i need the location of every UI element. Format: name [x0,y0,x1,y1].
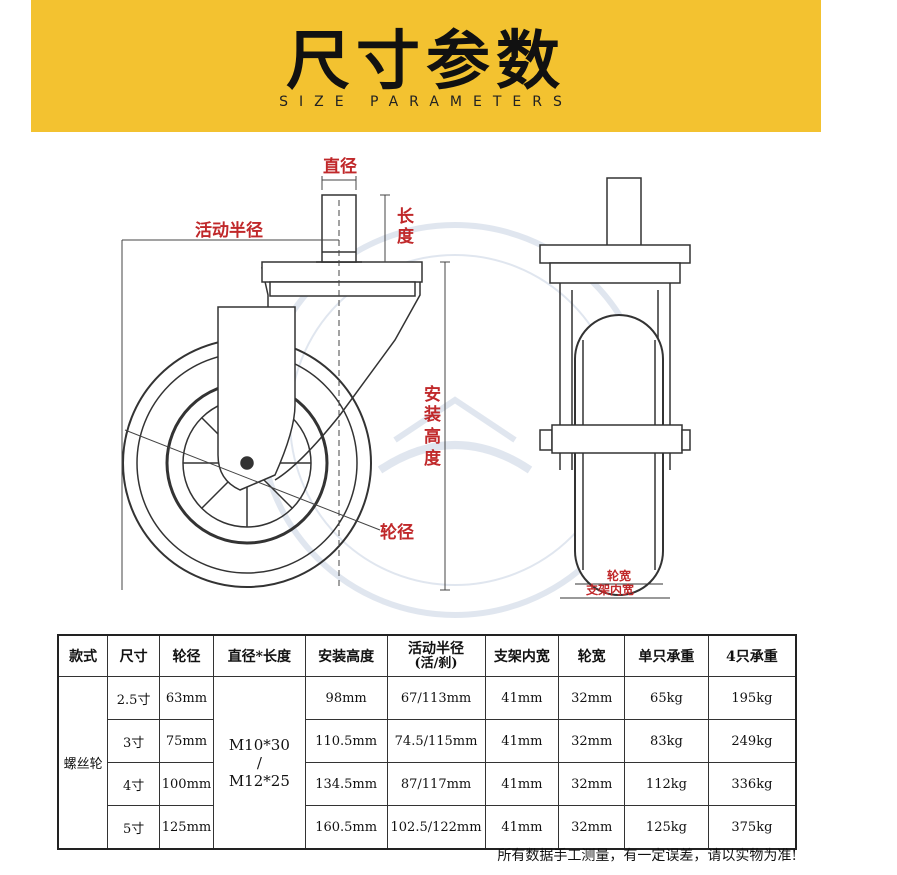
cell-single: 125kg [624,805,709,850]
dimension-lines [121,176,450,591]
col-diameter-length: 直径*长度 [212,634,306,677]
cell-mount-spec: M10*30 / M12*25 [212,676,306,850]
col-model: 款式 [57,634,109,677]
cell-width: 32mm [558,762,626,806]
cell-bracket: 41mm [484,762,560,806]
front-view [539,177,691,599]
mount-spec-sep: / [256,753,262,772]
spec-table: 款式 尺寸 轮径 直径*长度 安装高度 活动半径 (活/刹) 支架内宽 轮宽 单… [57,634,797,850]
cell-four: 249kg [707,719,797,763]
cell-height: 134.5mm [304,762,388,806]
mount-spec-2: M12*25 [228,771,290,790]
cell-wheel: 100mm [159,762,214,806]
header-banner: 尺寸参数 SIZE PARAMETERS [31,0,821,132]
cell-single: 83kg [624,719,709,763]
cell-size: 2.5寸 [107,676,160,720]
label-mount-height-2: 装 [423,404,441,425]
label-bracket-inner-width: 支架内宽 [585,582,634,597]
mount-spec-1: M10*30 [228,735,290,754]
cell-wheel: 125mm [159,805,214,850]
cell-bracket: 41mm [484,676,560,720]
cell-four: 195kg [707,676,797,720]
label-wheel-width: 轮宽 [607,568,631,583]
label-wheel-diameter: 轮径 [380,522,414,543]
col-swivel-radius-main: 活动半径 [408,641,465,657]
col-mount-height: 安装高度 [304,634,388,677]
side-view [122,194,423,588]
cell-bracket: 41mm [484,805,560,850]
cell-size: 4寸 [107,762,160,806]
cell-radius: 74.5/115mm [386,719,486,763]
label-diameter: 直径 [323,156,357,177]
caster-diagram: 直径 长 度 活动半径 安 装 高 度 轮径 轮宽 支架内宽 [121,156,691,618]
table-row: 5寸 125mm 160.5mm 102.5/122mm 41mm 32mm 1… [58,805,797,850]
table-row: 螺丝轮 2.5寸 63mm M10*30 / M12*25 98mm 67/11… [57,676,797,850]
footer-note: 所有数据手工测量，有一定误差，请以实物为准! [497,848,797,864]
cell-radius: 102.5/122mm [386,805,486,850]
col-swivel-radius: 活动半径 (活/刹) [386,634,486,677]
table-header-row: 款式 尺寸 轮径 直径*长度 安装高度 活动半径 (活/刹) 支架内宽 轮宽 单… [57,634,797,677]
label-swivel-radius: 活动半径 [195,220,263,241]
cell-height: 98mm [304,676,388,720]
col-four-load: 4只承重 [707,634,797,677]
label-mount-height-1: 安 [424,384,441,405]
cell-width: 32mm [558,805,626,850]
cell-radius: 87/117mm [386,762,486,806]
col-single-load: 单只承重 [624,634,709,677]
label-length-1: 长 [397,206,415,227]
cell-size: 3寸 [107,719,160,763]
table-row: 4寸 100mm 134.5mm 87/117mm 41mm 32mm 112k… [58,762,797,806]
page-subtitle: SIZE PARAMETERS [279,94,573,110]
cell-height: 160.5mm [304,805,388,850]
cell-bracket: 41mm [484,719,560,763]
cell-size: 5寸 [107,805,160,850]
cell-model: 螺丝轮 [57,676,109,850]
cell-wheel: 63mm [159,676,214,720]
col-wheel-width: 轮宽 [558,634,626,677]
col-wheel-diameter: 轮径 [159,634,214,677]
col-bracket-width: 支架内宽 [484,634,560,677]
cell-width: 32mm [558,676,626,720]
cell-radius: 67/113mm [386,676,486,720]
page-title: 尺寸参数 [286,25,566,99]
label-mount-height-3: 高 [424,426,441,447]
cell-single: 112kg [624,762,709,806]
col-size: 尺寸 [107,634,160,677]
label-length-2: 度 [397,226,415,247]
table-row: 3寸 75mm 110.5mm 74.5/115mm 41mm 32mm 83k… [58,719,797,763]
cell-height: 110.5mm [304,719,388,763]
col-swivel-radius-sub: (活/刹) [414,656,458,671]
cell-width: 32mm [558,719,626,763]
cell-four: 336kg [707,762,797,806]
cell-wheel: 75mm [159,719,214,763]
label-mount-height-4: 度 [424,448,442,469]
cell-single: 65kg [624,676,709,720]
cell-four: 375kg [707,805,797,850]
